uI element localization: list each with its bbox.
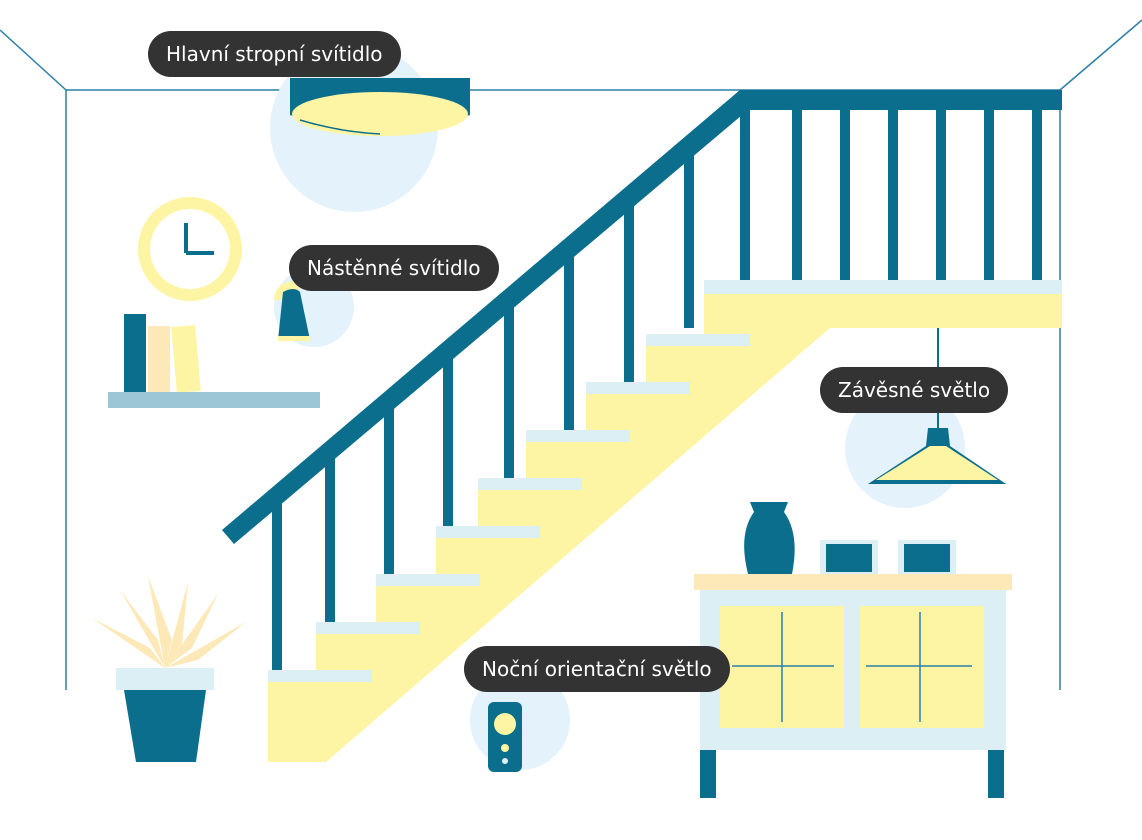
pendant-light-label: Závěsné světlo xyxy=(820,367,1009,413)
wall-light-icon xyxy=(274,281,310,341)
night-light-icon xyxy=(488,702,522,772)
sideboard xyxy=(694,502,1012,798)
ceiling-light-icon xyxy=(290,78,470,136)
wall-light-label: Nástěnné svítidlo xyxy=(289,245,499,291)
ceiling-light-label: Hlavní stropní svítidlo xyxy=(148,31,401,77)
night-light-label: Noční orientační světlo xyxy=(464,646,730,692)
stair-balusters xyxy=(272,106,1042,670)
potted-plant-icon xyxy=(92,576,246,762)
handrail xyxy=(222,90,1062,544)
staircase xyxy=(268,280,1062,762)
bookshelf xyxy=(108,314,320,408)
clock-icon xyxy=(138,197,242,301)
